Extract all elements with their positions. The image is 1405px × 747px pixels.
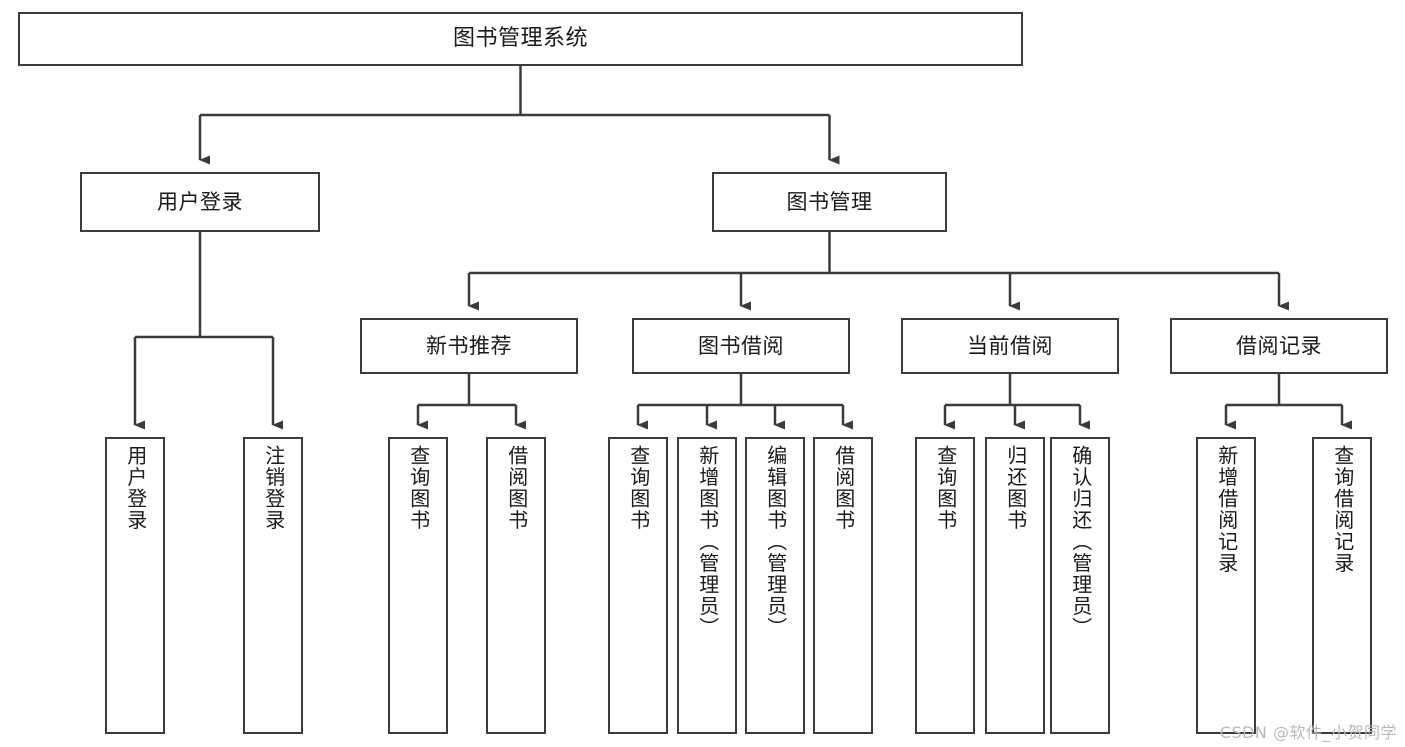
node-label-new-book-recommend: 新书推荐 [426,333,512,358]
node-leaf-query-borrow-record[interactable]: 查询借阅记录 [1312,437,1372,734]
node-leaf-borrow-book-2[interactable]: 借阅图书 [813,437,873,734]
node-leaf-user-login[interactable]: 用户登录 [105,437,165,734]
node-label-leaf-add-book-admin: 新增图书（管理员） [695,445,720,639]
node-label-borrow-record: 借阅记录 [1236,333,1322,358]
node-label-user-login: 用户登录 [157,189,243,214]
node-label-root: 图书管理系统 [452,26,588,52]
node-label-book-borrow: 图书借阅 [698,333,784,358]
node-current-borrow[interactable]: 当前借阅 [901,318,1119,374]
node-label-leaf-user-login: 用户登录 [123,445,148,531]
node-new-book-recommend[interactable]: 新书推荐 [360,318,578,374]
node-root[interactable]: 图书管理系统 [18,12,1023,66]
node-label-leaf-query-borrow-record: 查询借阅记录 [1330,445,1355,574]
node-label-book-management: 图书管理 [786,189,873,214]
node-leaf-edit-book-admin[interactable]: 编辑图书（管理员） [745,437,805,734]
node-book-management[interactable]: 图书管理 [712,172,947,232]
node-leaf-query-book-1[interactable]: 查询图书 [388,437,448,734]
node-borrow-record[interactable]: 借阅记录 [1170,318,1388,374]
watermark: CSDN @软件_小贺同学 [1219,723,1397,742]
node-label-leaf-borrow-book-2: 借阅图书 [831,445,856,531]
node-leaf-return-book[interactable]: 归还图书 [985,437,1045,734]
node-leaf-query-book-3[interactable]: 查询图书 [915,437,975,734]
node-leaf-confirm-return-admin[interactable]: 确认归还（管理员） [1050,437,1110,734]
node-leaf-add-borrow-record[interactable]: 新增借阅记录 [1196,437,1256,734]
node-label-leaf-confirm-return-admin: 确认归还（管理员） [1068,445,1093,639]
node-leaf-add-book-admin[interactable]: 新增图书（管理员） [677,437,737,734]
node-label-leaf-return-book: 归还图书 [1003,445,1028,531]
node-label-leaf-query-book-1: 查询图书 [406,445,431,531]
node-leaf-query-book-2[interactable]: 查询图书 [608,437,668,734]
node-leaf-borrow-book-1[interactable]: 借阅图书 [486,437,546,734]
node-label-leaf-logout: 注销登录 [261,445,286,531]
node-label-leaf-query-book-2: 查询图书 [626,445,651,531]
node-book-borrow[interactable]: 图书借阅 [632,318,850,374]
node-label-leaf-query-book-3: 查询图书 [933,445,958,531]
node-label-leaf-add-borrow-record: 新增借阅记录 [1214,445,1239,574]
node-user-login[interactable]: 用户登录 [80,172,320,232]
node-label-leaf-borrow-book-1: 借阅图书 [504,445,529,531]
node-label-current-borrow: 当前借阅 [967,333,1053,358]
node-leaf-logout[interactable]: 注销登录 [243,437,303,734]
node-label-leaf-edit-book-admin: 编辑图书（管理员） [763,445,788,639]
